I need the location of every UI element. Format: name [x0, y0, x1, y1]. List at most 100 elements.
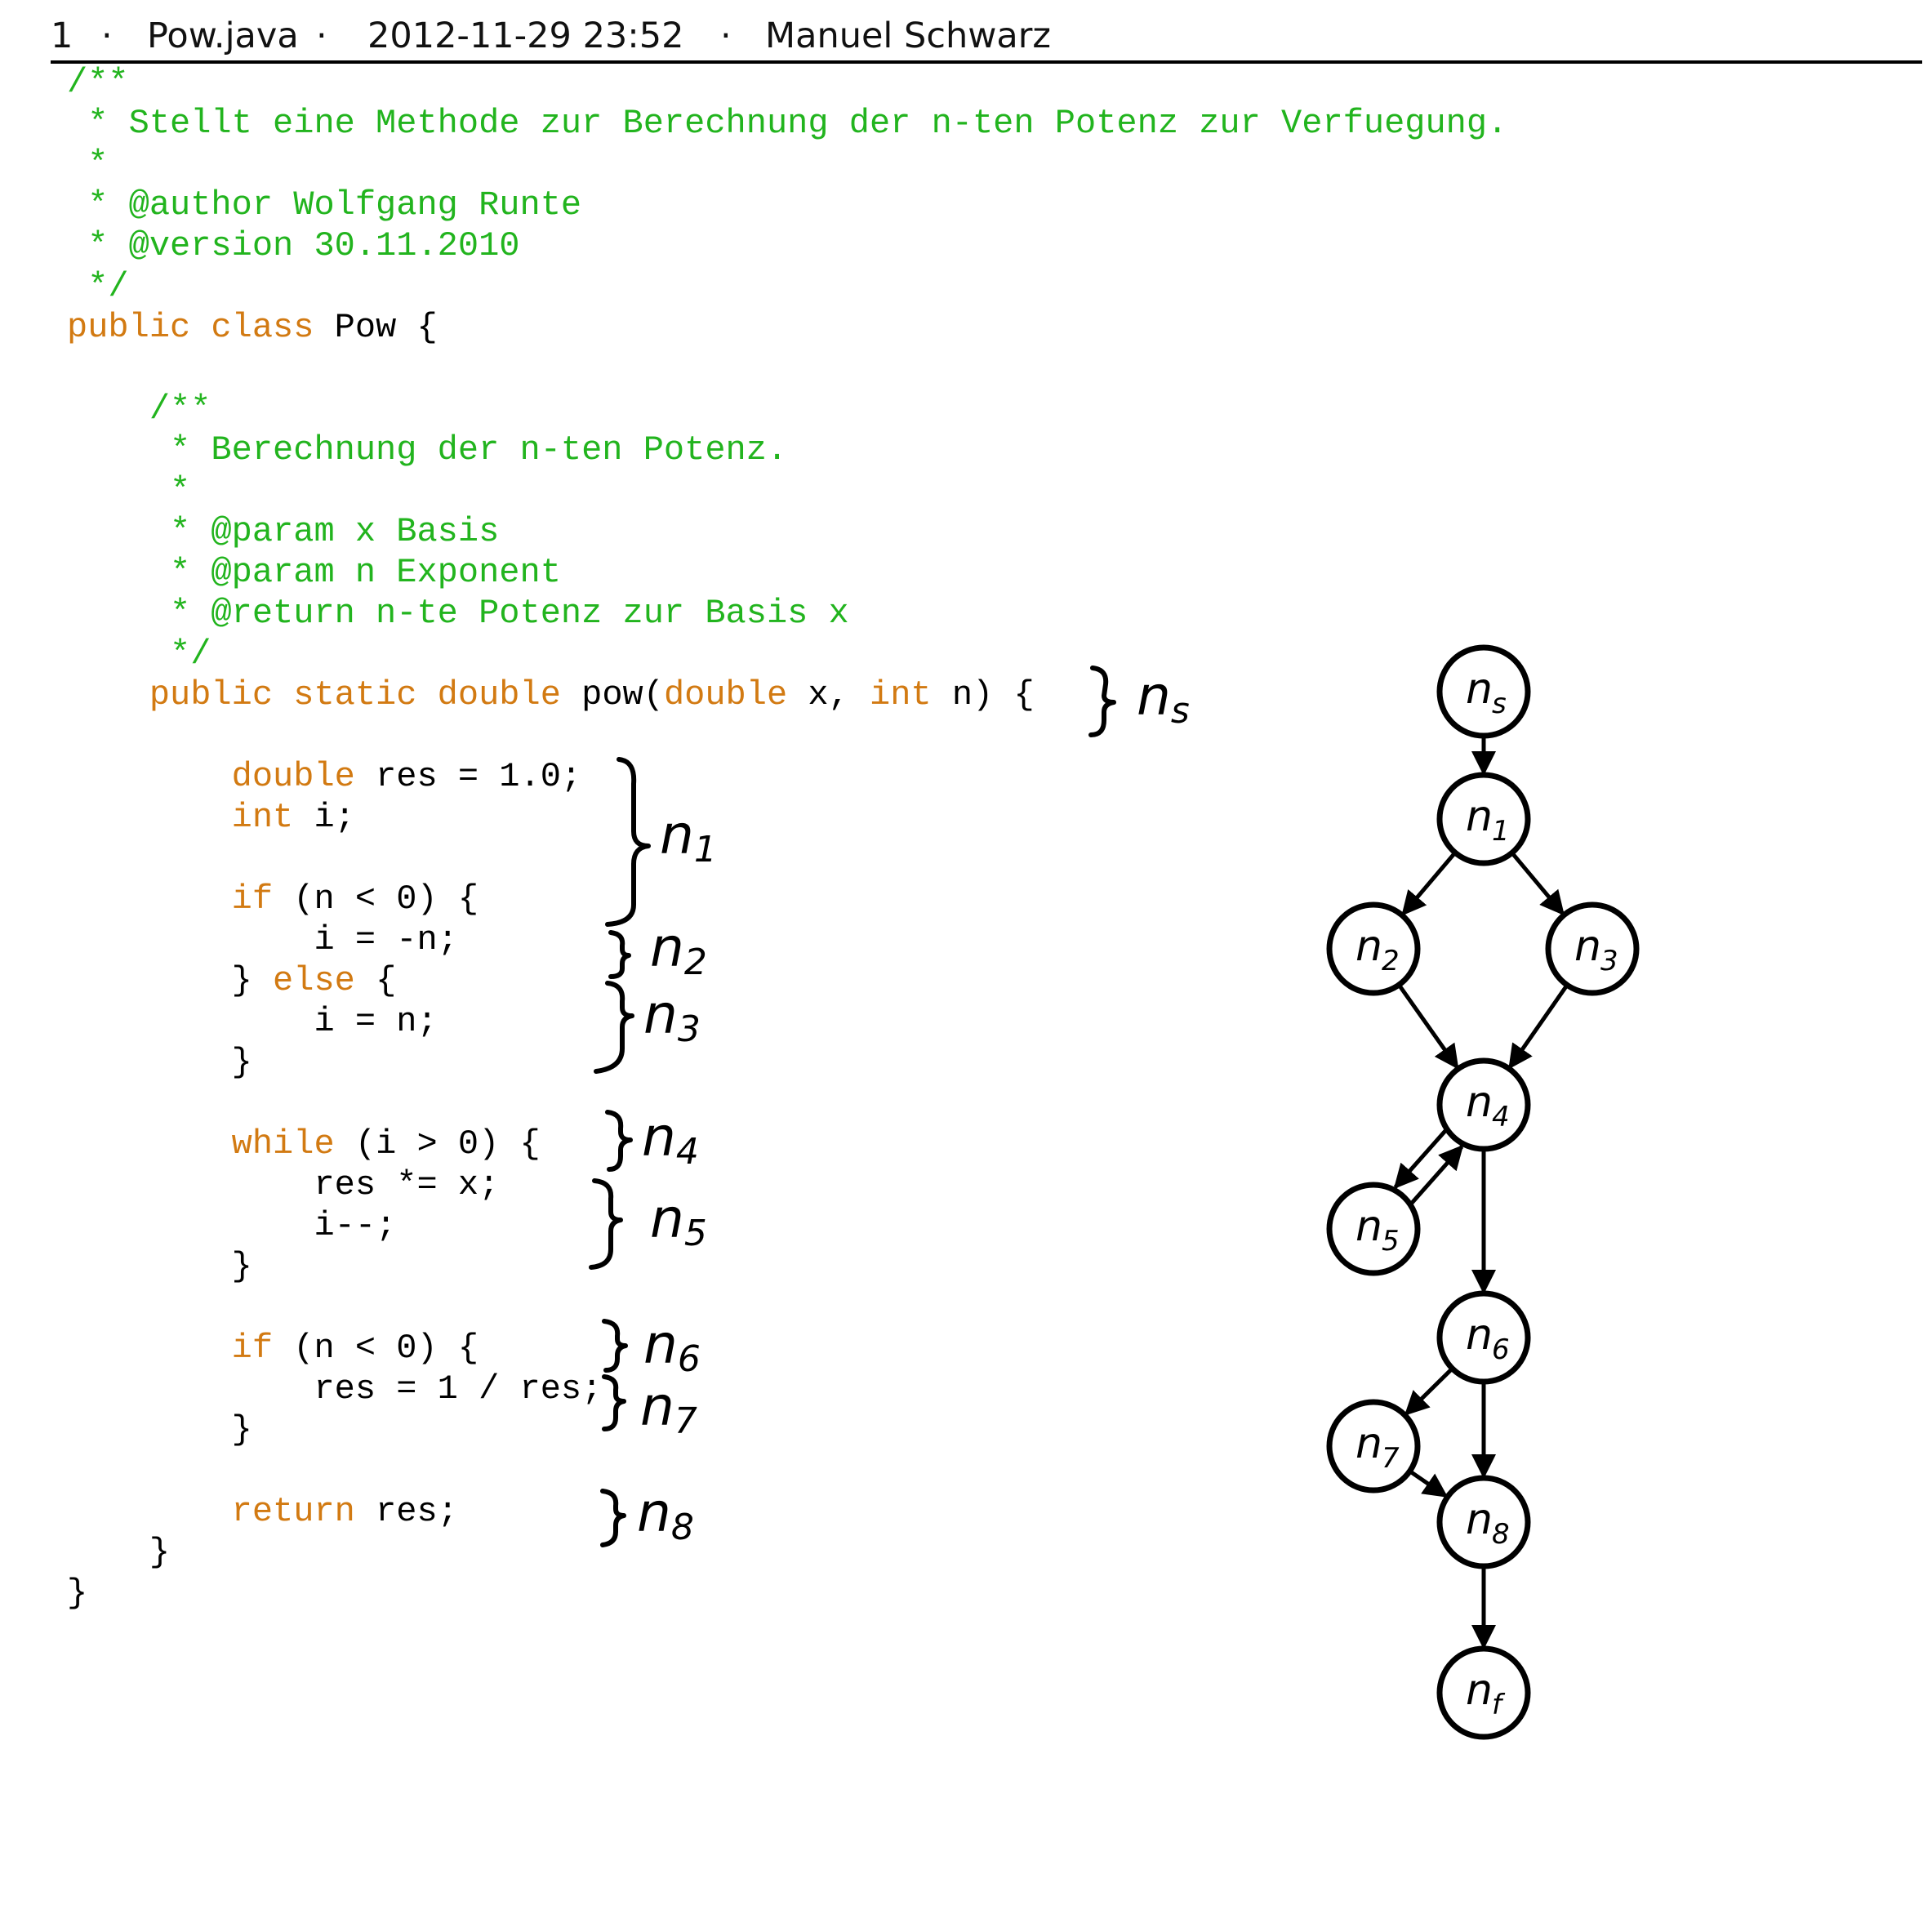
node-subscript: 8	[1492, 1518, 1510, 1551]
node-circle	[1545, 901, 1640, 996]
edge-n2-n4	[1397, 983, 1459, 1070]
edge-n6-n7	[1404, 1367, 1454, 1416]
code-line: double res = 1.0;	[67, 756, 581, 797]
code-line: * @return n-te Potenz zur Basis x	[67, 593, 849, 634]
code-text: n) {	[931, 675, 1035, 714]
timestamp: 2012-11-29 23:52	[367, 16, 684, 56]
node-circle	[1436, 1645, 1531, 1740]
code-text: }	[67, 961, 274, 1000]
code-line: }	[67, 1532, 170, 1573]
page-number: 1	[51, 16, 73, 56]
node-circle	[1436, 1475, 1531, 1569]
code-line: public class Pow {	[67, 307, 438, 348]
node-label: n	[1574, 922, 1601, 971]
code-comment: * Berechnung der n-ten Potenz.	[67, 430, 788, 470]
code-line: int i;	[67, 797, 355, 838]
code-keyword: public static double	[67, 675, 582, 714]
code-keyword: return	[67, 1492, 376, 1531]
edge-n1-n3	[1510, 851, 1565, 916]
code-keyword: int	[870, 675, 932, 714]
annotation-ns: ns	[1137, 665, 1190, 732]
code-line: * @author Wolfgang Runte	[67, 185, 581, 225]
node-label: n	[1466, 1495, 1493, 1544]
code-text: x,	[787, 675, 870, 714]
node-label: n	[1356, 1202, 1382, 1251]
code-comment: */	[67, 267, 129, 306]
node-subscript: 6	[1492, 1333, 1510, 1366]
annotation-n1: n1	[660, 804, 717, 870]
node-subscript: 2	[1382, 945, 1400, 977]
code-line: res = 1 / res;	[67, 1369, 602, 1409]
node-circle	[1436, 644, 1531, 739]
code-keyword: else	[273, 961, 376, 1000]
code-comment: *	[67, 145, 109, 184]
code-line: *	[67, 144, 108, 185]
edge-n7-n8	[1409, 1469, 1449, 1498]
code-line: while (i > 0) {	[67, 1124, 541, 1164]
code-comment: /**	[67, 390, 211, 429]
code-line: }	[67, 1573, 87, 1614]
node-subscript: 7	[1382, 1442, 1400, 1475]
code-line: /**	[67, 62, 129, 103]
author-name: Manuel Schwarz	[765, 16, 1051, 56]
code-line: */	[67, 266, 129, 307]
code-line: * Stellt eine Methode zur Berechnung der…	[67, 103, 1507, 144]
annotation-n8: n8	[637, 1481, 694, 1548]
code-keyword: double	[663, 675, 788, 714]
code-line: i = n;	[67, 1001, 438, 1042]
code-keyword: while	[67, 1124, 355, 1164]
annotation-n3: n3	[643, 983, 701, 1050]
edge-n5-n4	[1409, 1144, 1464, 1205]
code-line: if (n < 0) {	[67, 879, 479, 919]
code-line: return res;	[67, 1491, 458, 1532]
annotation-n6: n6	[643, 1313, 701, 1380]
node-label: n	[1466, 792, 1493, 841]
code-text: (n < 0) {	[293, 1329, 479, 1368]
code-comment: * @param n Exponent	[67, 553, 561, 592]
node-subscript: 4	[1492, 1101, 1510, 1133]
code-text: i = n;	[67, 1002, 438, 1041]
node-label: n	[1356, 922, 1382, 971]
node-circle	[1326, 1182, 1421, 1276]
code-text: Pow {	[334, 308, 438, 347]
page-header: 1 · Pow.java · 2012-11-29 23:52 · Manuel…	[51, 11, 1922, 64]
code-comment: */	[67, 634, 211, 674]
node-label: n	[1466, 1666, 1493, 1715]
code-line: * @version 30.11.2010	[67, 225, 520, 266]
node-circle	[1436, 1057, 1531, 1152]
header-separator: ·	[316, 16, 327, 56]
code-line: } else {	[67, 960, 397, 1001]
node-circle	[1436, 1290, 1531, 1385]
code-comment: * @return n-te Potenz zur Basis x	[67, 594, 849, 633]
code-line: if (n < 0) {	[67, 1328, 479, 1369]
code-comment: /**	[67, 63, 129, 102]
node-circle	[1326, 901, 1421, 996]
edge-n4-n5	[1393, 1128, 1448, 1190]
node-subscript: 5	[1382, 1225, 1400, 1258]
code-keyword: int	[67, 798, 314, 837]
code-line: * @param x Basis	[67, 511, 499, 552]
annotation-n4: n4	[642, 1106, 699, 1173]
annotation-n7: n7	[640, 1375, 697, 1442]
annotation-n5: n5	[650, 1187, 707, 1254]
code-line: * Berechnung der n-ten Potenz.	[67, 430, 787, 470]
node-label: n	[1466, 665, 1493, 714]
code-text: }	[67, 1533, 171, 1572]
node-label: n	[1356, 1419, 1382, 1468]
code-line: * @param n Exponent	[67, 552, 561, 593]
code-comment: * @author Wolfgang Runte	[67, 185, 582, 225]
code-line: }	[67, 1409, 252, 1450]
node-subscript: s	[1492, 688, 1507, 720]
node-circle	[1436, 772, 1531, 866]
code-comment: * Stellt eine Methode zur Berechnung der…	[67, 104, 1508, 143]
code-line: i = -n;	[67, 919, 457, 960]
edge-n3-n4	[1507, 983, 1569, 1070]
code-comment: * @version 30.11.2010	[67, 226, 520, 265]
header-separator: ·	[101, 16, 113, 56]
node-circle	[1326, 1399, 1421, 1494]
